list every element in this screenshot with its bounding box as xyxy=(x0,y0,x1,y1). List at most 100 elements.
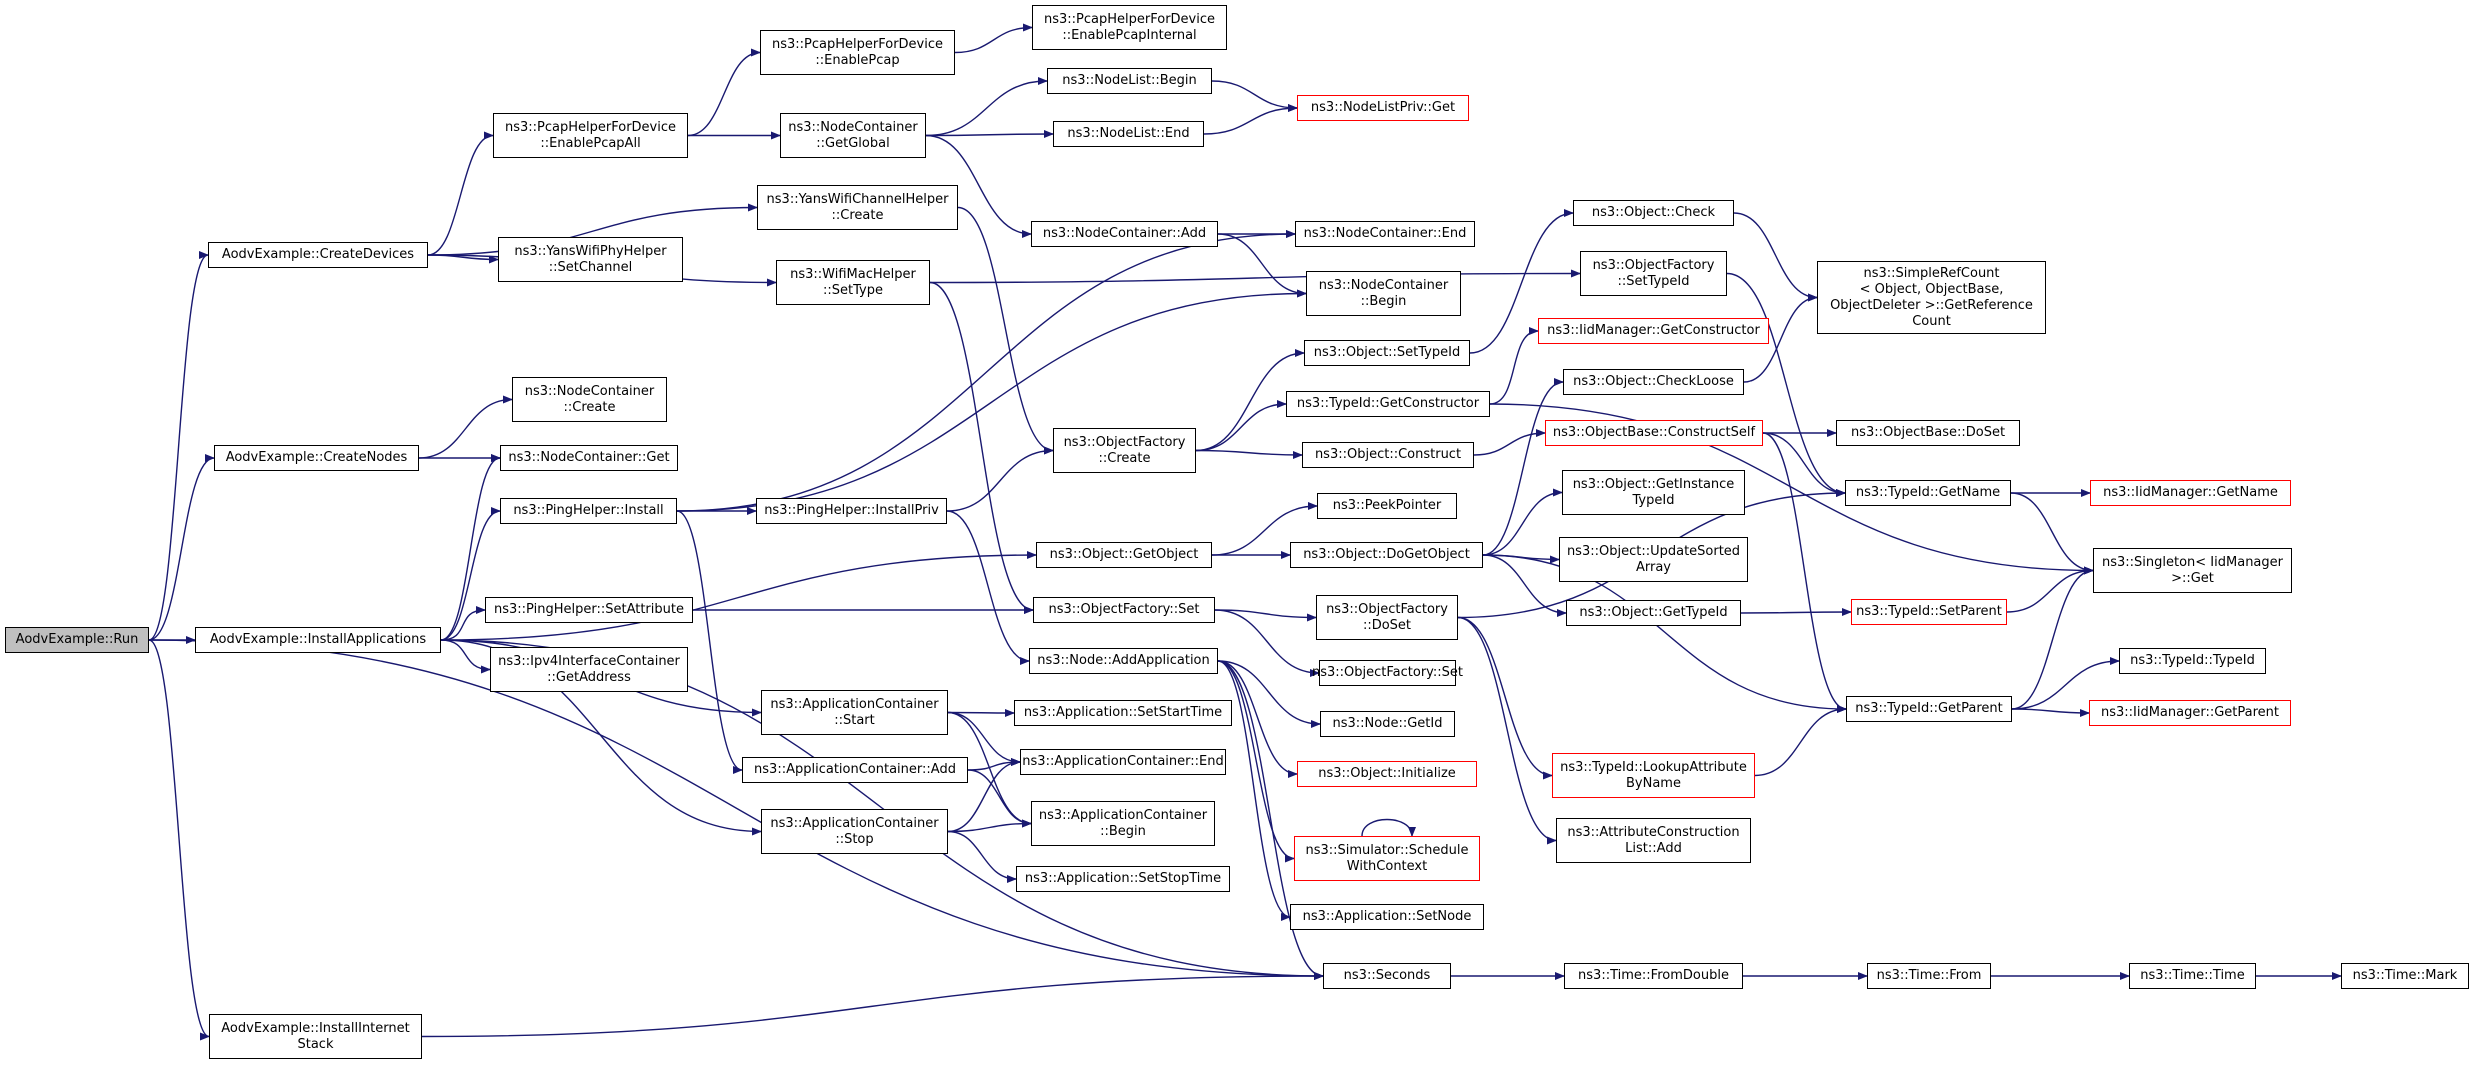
node-object-construct[interactable]: ns3::Object::Construct xyxy=(1302,442,1474,468)
call-edge-createDevices-to-yansChannelCreate xyxy=(427,203,758,256)
node-iidmanager-get-parent[interactable]: ns3::IidManager::GetParent xyxy=(2089,700,2291,726)
node-seconds[interactable]: ns3::Seconds xyxy=(1323,963,1451,989)
node-object-update-sorted-array[interactable]: ns3::Object::UpdateSorted Array xyxy=(1559,537,1748,582)
node-object-get-instance-typeid[interactable]: ns3::Object::GetInstance TypeId xyxy=(1562,470,1745,515)
node-pcap-enable-all[interactable]: ns3::PcapHelperForDevice ::EnablePcapAll xyxy=(493,113,688,158)
node-yans-phy-set-channel[interactable]: ns3::YansWifiPhyHelper ::SetChannel xyxy=(498,237,683,282)
node-yans-channel-create[interactable]: ns3::YansWifiChannelHelper ::Create xyxy=(757,185,958,230)
node-aodv-run[interactable]: AodvExample::Run xyxy=(5,627,149,653)
node-iidmanager-get-constructor[interactable]: ns3::IidManager::GetConstructor xyxy=(1538,318,1769,344)
node-ping-install[interactable]: ns3::PingHelper::Install xyxy=(500,498,677,524)
node-typeid-get-name[interactable]: ns3::TypeId::GetName xyxy=(1845,480,2011,506)
call-edges xyxy=(148,23,2342,1041)
call-edge-ofCreate-to-objSetTypeId xyxy=(1195,349,1305,452)
node-simple-ref-count[interactable]: ns3::SimpleRefCount < Object, ObjectBase… xyxy=(1817,261,2046,334)
node-typeid-get-parent[interactable]: ns3::TypeId::GetParent xyxy=(1846,696,2012,722)
call-edge-objCheck-to-simpleRefCount xyxy=(1733,212,1818,302)
node-simulator-schedule-with-context[interactable]: ns3::Simulator::Schedule WithContext xyxy=(1294,836,1480,881)
node-node-get-id[interactable]: ns3::Node::GetId xyxy=(1320,711,1455,737)
call-edge-ofSetTypeId-to-typeIdGetName xyxy=(1726,272,1846,497)
call-edge-wifiMacSetType-to-ofSetTypeId xyxy=(929,269,1581,284)
node-create-devices[interactable]: AodvExample::CreateDevices xyxy=(208,242,428,268)
node-typeid-set-parent[interactable]: ns3::TypeId::SetParent xyxy=(1851,599,2007,625)
node-nodelistpriv-get[interactable]: ns3::NodeListPriv::Get xyxy=(1297,95,1469,121)
node-nc-get[interactable]: ns3::NodeContainer::Get xyxy=(500,445,678,471)
node-nc-get-global[interactable]: ns3::NodeContainer ::GetGlobal xyxy=(780,113,926,158)
node-objfactory-create[interactable]: ns3::ObjectFactory ::Create xyxy=(1053,428,1196,473)
call-edge-nlEnd-to-nlPrivGet xyxy=(1203,104,1298,135)
node-object-initialize[interactable]: ns3::Object::Initialize xyxy=(1297,761,1477,787)
node-app-set-start-time[interactable]: ns3::Application::SetStartTime xyxy=(1014,700,1232,726)
node-singleton-iidmanager-get[interactable]: ns3::Singleton< IidManager >::Get xyxy=(2093,548,2292,593)
node-iidmanager-get-name[interactable]: ns3::IidManager::GetName xyxy=(2090,480,2291,506)
node-app-set-node[interactable]: ns3::Application::SetNode xyxy=(1290,904,1484,930)
call-edge-appcStop-to-appcEnd xyxy=(947,758,1021,833)
node-appc-add[interactable]: ns3::ApplicationContainer::Add xyxy=(742,757,968,783)
node-peek-pointer[interactable]: ns3::PeekPointer xyxy=(1317,493,1457,519)
node-object-get-typeid[interactable]: ns3::Object::GetTypeId xyxy=(1566,600,1741,626)
call-edge-typeIdGetParent-to-typeIdTypeId xyxy=(2011,657,2120,710)
node-appc-end[interactable]: ns3::ApplicationContainer::End xyxy=(1020,749,1226,775)
node-nc-add[interactable]: ns3::NodeContainer::Add xyxy=(1031,221,1218,247)
node-node-add-application[interactable]: ns3::Node::AddApplication xyxy=(1029,648,1218,674)
node-objectbase-construct-self[interactable]: ns3::ObjectBase::ConstructSelf xyxy=(1545,420,1763,446)
node-objfactory-set[interactable]: ns3::ObjectFactory::Set xyxy=(1033,597,1215,623)
node-object-check-loose[interactable]: ns3::Object::CheckLoose xyxy=(1563,369,1744,395)
node-wifi-mac-set-type[interactable]: ns3::WifiMacHelper ::SetType xyxy=(776,260,930,305)
call-edge-pingInstall-to-appcAdd xyxy=(676,510,743,774)
node-appc-begin[interactable]: ns3::ApplicationContainer ::Begin xyxy=(1031,801,1215,846)
call-edge-appcStart-to-appSetStartTime xyxy=(947,708,1015,717)
node-install-applications[interactable]: AodvExample::InstallApplications xyxy=(195,627,441,653)
node-time-mark[interactable]: ns3::Time::Mark xyxy=(2341,963,2469,989)
call-edge-run-to-createDevices xyxy=(148,251,209,641)
node-appc-stop[interactable]: ns3::ApplicationContainer ::Stop xyxy=(761,809,948,854)
node-typeid-typeid[interactable]: ns3::TypeId::TypeId xyxy=(2119,648,2266,674)
call-edge-installApplications-to-pingSetAttribute xyxy=(440,606,486,641)
node-objectbase-do-set[interactable]: ns3::ObjectBase::DoSet xyxy=(1836,420,2020,446)
node-nc-begin[interactable]: ns3::NodeContainer ::Begin xyxy=(1306,271,1461,316)
node-pcap-enable[interactable]: ns3::PcapHelperForDevice ::EnablePcap xyxy=(760,30,955,75)
call-edge-typeIdSetParent-to-singletonGet xyxy=(2006,566,2094,613)
node-objfactory-do-set[interactable]: ns3::ObjectFactory ::DoSet xyxy=(1316,595,1458,640)
node-object-check[interactable]: ns3::Object::Check xyxy=(1573,200,1734,226)
node-attribute-construction-list-add[interactable]: ns3::AttributeConstruction List::Add xyxy=(1556,818,1751,863)
call-edge-ofCreate-to-objConstruct xyxy=(1195,449,1303,459)
call-edge-nodeAddApplication-to-appSetNode xyxy=(1217,660,1291,921)
call-edge-simScheduleWithContext-to-simScheduleWithContext xyxy=(1361,818,1416,837)
node-objfactory-set-overload[interactable]: ns3::ObjectFactory::Set xyxy=(1312,660,1463,686)
node-ipv4-get-address[interactable]: ns3::Ipv4InterfaceContainer ::GetAddress xyxy=(490,647,688,692)
call-edge-nodeAddApplication-to-simScheduleWithContext xyxy=(1217,660,1295,863)
call-edge-pingInstall-to-ncEnd xyxy=(676,230,1296,512)
call-edge-nlBegin-to-nlPrivGet xyxy=(1211,80,1298,112)
call-edge-run-to-seconds xyxy=(148,639,1324,980)
node-nc-end[interactable]: ns3::NodeContainer::End xyxy=(1295,221,1475,247)
node-objfactory-set-typeid[interactable]: ns3::ObjectFactory ::SetTypeId xyxy=(1580,251,1727,296)
node-object-set-typeid[interactable]: ns3::Object::SetTypeId xyxy=(1304,340,1470,366)
node-time-from[interactable]: ns3::Time::From xyxy=(1867,963,1991,989)
node-object-do-get-object[interactable]: ns3::Object::DoGetObject xyxy=(1290,542,1483,568)
call-edge-objDoGetObject-to-objCheckLoose xyxy=(1482,378,1564,556)
node-ping-set-attribute[interactable]: ns3::PingHelper::SetAttribute xyxy=(485,597,693,623)
call-edge-ofDoSet-to-attrConstrListAdd xyxy=(1457,616,1557,845)
call-edge-objConstruct-to-objBaseConstructSelf xyxy=(1473,429,1546,456)
node-typeid-get-constructor[interactable]: ns3::TypeId::GetConstructor xyxy=(1286,391,1490,417)
node-install-internet-stack[interactable]: AodvExample::InstallInternet Stack xyxy=(209,1014,422,1059)
call-edge-run-to-createNodes xyxy=(148,454,215,641)
node-pcap-enable-internal[interactable]: ns3::PcapHelperForDevice ::EnablePcapInt… xyxy=(1032,5,1227,50)
node-appc-start[interactable]: ns3::ApplicationContainer ::Start xyxy=(761,690,948,735)
node-nodelist-begin[interactable]: ns3::NodeList::Begin xyxy=(1047,68,1212,94)
call-edge-installApplications-to-objGetObject xyxy=(440,551,1037,641)
node-app-set-stop-time[interactable]: ns3::Application::SetStopTime xyxy=(1016,866,1230,892)
call-edge-typeIdGetName-to-singletonGet xyxy=(2010,492,2094,575)
node-ping-install-priv[interactable]: ns3::PingHelper::InstallPriv xyxy=(756,498,947,524)
node-create-nodes[interactable]: AodvExample::CreateNodes xyxy=(214,445,419,471)
call-edge-objDoGetObject-to-objGetTypeId xyxy=(1482,554,1567,617)
call-edge-createNodes-to-ncCreate xyxy=(418,395,513,459)
node-time-time[interactable]: ns3::Time::Time xyxy=(2129,963,2256,989)
call-edge-pingInstallPriv-to-ofCreate xyxy=(946,446,1054,512)
node-nc-create[interactable]: ns3::NodeContainer ::Create xyxy=(512,377,667,422)
node-typeid-lookup-attribute[interactable]: ns3::TypeId::LookupAttribute ByName xyxy=(1552,753,1755,798)
node-object-get-object[interactable]: ns3::Object::GetObject xyxy=(1036,542,1212,568)
node-time-from-double[interactable]: ns3::Time::FromDouble xyxy=(1564,963,1743,989)
node-nodelist-end[interactable]: ns3::NodeList::End xyxy=(1053,121,1204,147)
